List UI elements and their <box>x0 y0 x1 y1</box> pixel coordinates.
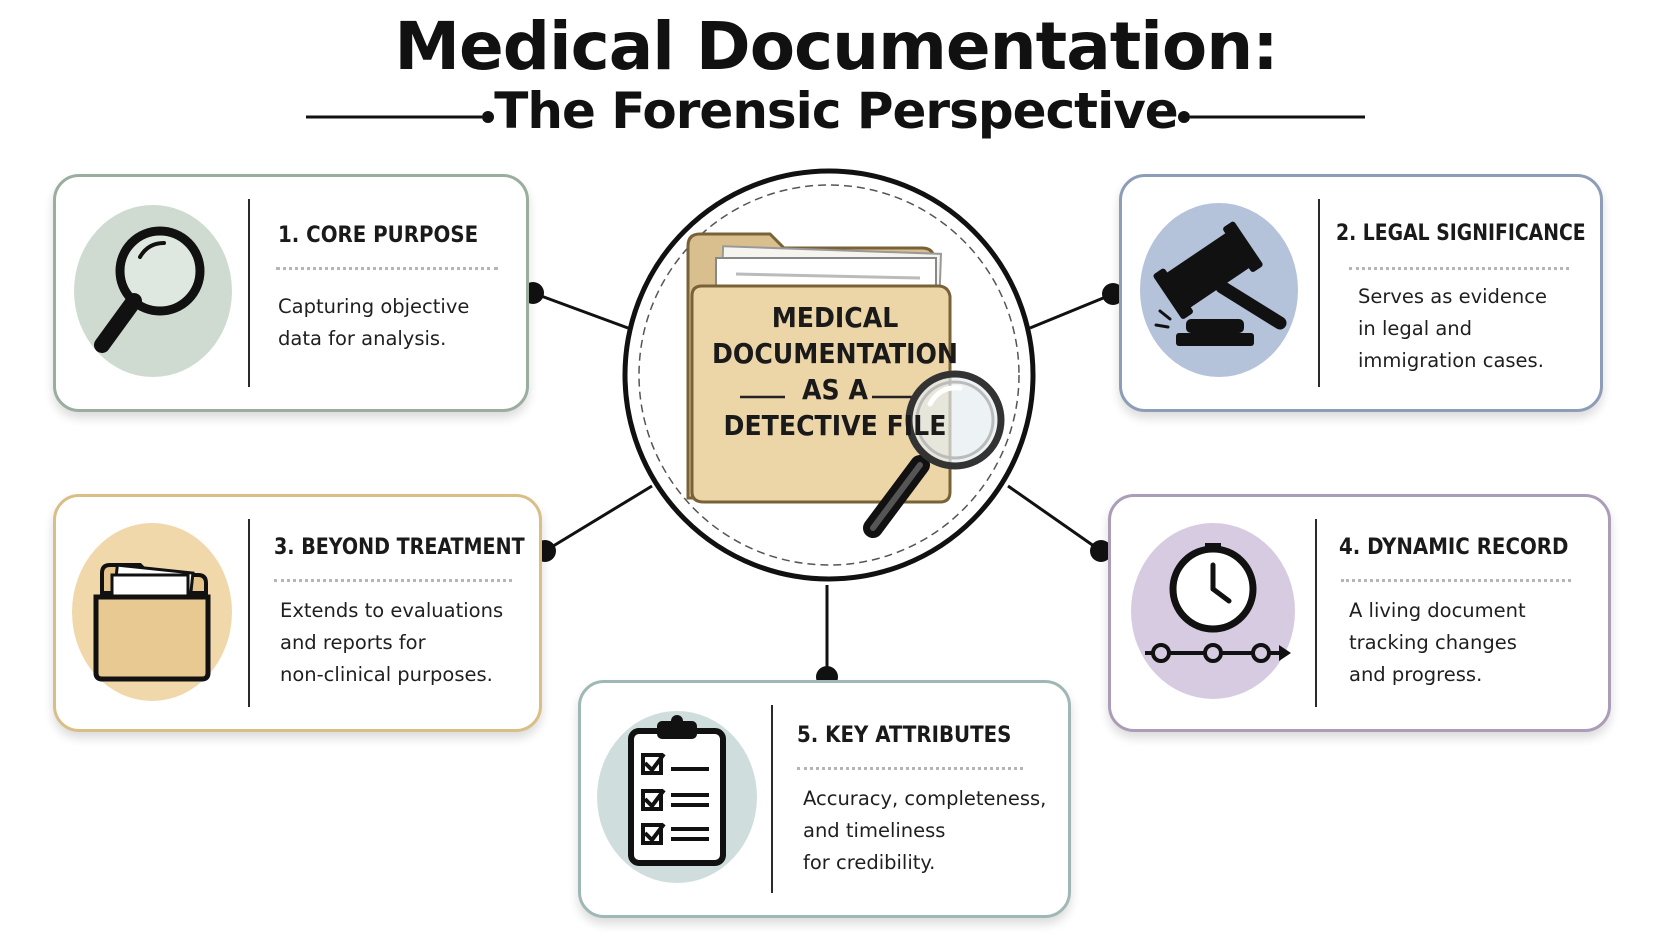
card-divider <box>1318 199 1320 387</box>
magnifying-glass-icon <box>94 226 205 353</box>
page-title: Medical Documentation: <box>394 8 1278 85</box>
card-core-purpose: 1. CORE PURPOSE Capturing objective data… <box>53 174 529 412</box>
card-dotted-divider <box>1341 579 1571 582</box>
card-title: 3. BEYOND TREATMENT <box>274 535 525 560</box>
card-body: Accuracy, completeness, and timeliness f… <box>803 783 1046 879</box>
card-title: 5. KEY ATTRIBUTES <box>797 723 1012 748</box>
center-magnifier-icon <box>863 370 1005 538</box>
center-label-line2: DOCUMENTATION <box>711 337 958 370</box>
folder-icon <box>93 563 211 682</box>
card-title: 1. CORE PURPOSE <box>278 223 479 248</box>
card-body: A living document tracking changes and p… <box>1349 595 1526 691</box>
card-divider <box>248 519 250 707</box>
title-divider-left-dot <box>482 111 494 123</box>
page-subtitle: The Forensic Perspective <box>494 82 1178 140</box>
card-divider <box>248 199 250 387</box>
clock-timeline-icon <box>1145 543 1291 663</box>
card-body-line: tracking changes <box>1349 631 1517 654</box>
card-body-line: Accuracy, completeness, <box>803 787 1047 810</box>
card-body-line: data for analysis. <box>278 327 447 350</box>
card-title: 2. LEGAL SIGNIFICANCE <box>1336 221 1586 246</box>
card-body: Extends to evaluations and reports for n… <box>280 595 503 691</box>
card-body-line: in legal and <box>1358 317 1473 340</box>
detective-folder-icon <box>686 232 952 504</box>
center-label-line3: AS A <box>802 373 868 406</box>
card-dotted-divider <box>274 579 512 582</box>
card-body-line: non-clinical purposes. <box>280 663 493 686</box>
card-divider <box>1315 519 1317 707</box>
connector-dot-dynamic-record <box>1090 540 1112 562</box>
card-dotted-divider <box>1349 267 1569 270</box>
title-divider-right-dot <box>1178 111 1190 123</box>
gavel-icon <box>1153 221 1287 346</box>
card-body: Capturing objective data for analysis. <box>278 291 469 355</box>
card-body-line: immigration cases. <box>1358 349 1544 372</box>
card-body-line: Capturing objective <box>278 295 470 318</box>
connector-core-purpose <box>532 291 629 330</box>
center-label-line1: MEDICAL <box>771 301 899 334</box>
card-dotted-divider <box>276 267 498 270</box>
card-title: 4. DYNAMIC RECORD <box>1339 535 1569 560</box>
connector-beyond-treatment <box>544 484 653 553</box>
card-body-line: A living document <box>1349 599 1526 622</box>
center-label-line4: DETECTIVE FILE <box>723 409 947 442</box>
card-legal-significance: 2. LEGAL SIGNIFICANCE Serves as evidence… <box>1119 174 1603 412</box>
card-dotted-divider <box>797 767 1023 770</box>
card-body-line: Serves as evidence <box>1358 285 1548 308</box>
card-divider <box>771 705 773 893</box>
connector-legal-significance <box>1029 292 1114 330</box>
card-body-line: and timeliness <box>803 819 946 842</box>
connector-dot-legal-significance <box>1102 283 1124 305</box>
card-body-line: for credibility. <box>803 851 936 874</box>
checklist-clipboard-icon <box>628 715 726 866</box>
card-body-line: Extends to evaluations <box>280 599 504 622</box>
connector-dynamic-record <box>1007 484 1102 553</box>
card-dynamic-record: 4. DYNAMIC RECORD A living document trac… <box>1108 494 1611 732</box>
card-body: Serves as evidence in legal and immigrat… <box>1358 281 1547 377</box>
card-body-line: and progress. <box>1349 663 1483 686</box>
card-beyond-treatment: 3. BEYOND TREATMENT Extends to evaluatio… <box>53 494 542 732</box>
card-body-line: and reports for <box>280 631 426 654</box>
card-key-attributes: 5. KEY ATTRIBUTES Accuracy, completeness… <box>578 680 1071 918</box>
